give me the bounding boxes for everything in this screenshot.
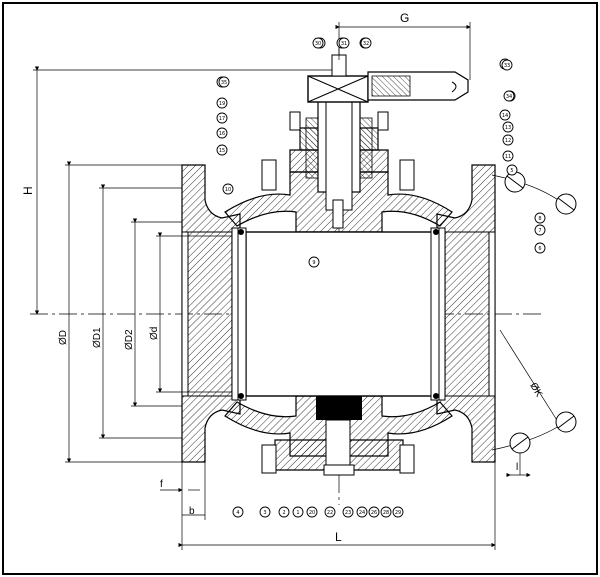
callout-balloon: 4 xyxy=(232,506,244,518)
callout-balloon: 3 xyxy=(259,506,271,518)
callout-balloon: 2 xyxy=(278,506,290,518)
callout-balloon: 13 xyxy=(502,121,514,133)
callout-balloon: 28 xyxy=(380,506,392,518)
callout-balloon: 35 xyxy=(218,76,230,88)
callout-balloon: 1 xyxy=(292,506,304,518)
callout-number: 15 xyxy=(219,148,225,154)
callout-balloon: 7 xyxy=(534,224,546,236)
callout-number: 9 xyxy=(312,260,315,266)
callout-number: 11 xyxy=(505,154,511,160)
callout-number: 29 xyxy=(395,510,401,516)
callout-balloon: 11 xyxy=(502,150,514,162)
callout-number: 26 xyxy=(371,510,377,516)
dim-l-label: L xyxy=(335,530,342,544)
callout-balloon: 12 xyxy=(502,134,514,146)
callout-balloon: 8 xyxy=(534,212,546,224)
callout-number: 16 xyxy=(219,131,225,137)
callout-number: 10 xyxy=(225,187,231,193)
callout-number: 30 xyxy=(315,41,321,47)
callout-number: 8 xyxy=(538,216,541,222)
callout-balloon: 22 xyxy=(324,506,336,518)
dim-d2-label: ØD2 xyxy=(124,329,135,350)
callout-number: 12 xyxy=(505,138,511,144)
callout-number: 17 xyxy=(219,116,225,122)
valve-ball xyxy=(188,227,490,401)
callout-balloon: 23 xyxy=(342,506,354,518)
callout-number: 1 xyxy=(296,510,299,516)
dim-d1-label: ØD1 xyxy=(92,327,103,348)
callout-number: 2 xyxy=(282,510,285,516)
dim-g-label: G xyxy=(400,11,409,25)
callout-balloon: 15 xyxy=(216,144,228,156)
callout-number: 34 xyxy=(506,94,512,100)
callout-number: 5 xyxy=(510,168,513,174)
callout-balloon: 20 xyxy=(306,506,318,518)
callout-balloon: 34 xyxy=(503,90,515,102)
callout-balloon: 26 xyxy=(368,506,380,518)
callout-number: 6 xyxy=(538,246,541,252)
callout-number: 7 xyxy=(538,228,541,234)
dim-d-label: ØD xyxy=(58,330,69,345)
callout-balloon: 31 xyxy=(338,37,350,49)
callout-number: 24 xyxy=(359,510,365,516)
dim-f-label: f xyxy=(160,479,163,490)
bottom-trunnion xyxy=(261,396,415,476)
callout-balloon: 14 xyxy=(499,109,511,121)
dim-nl-label: l xyxy=(516,462,518,473)
callout-balloon: 10 xyxy=(222,183,234,195)
callout-number: 13 xyxy=(505,125,511,131)
callout-number: 33 xyxy=(504,63,510,69)
callout-balloon: 24 xyxy=(356,506,368,518)
callout-balloon: 5 xyxy=(506,164,518,176)
callout-balloon: 6 xyxy=(534,242,546,254)
callout-balloon: 32 xyxy=(360,37,372,49)
callout-number: 32 xyxy=(363,41,369,47)
callout-number: 22 xyxy=(327,510,333,516)
callout-number: 4 xyxy=(236,510,239,516)
callout-balloon: 17 xyxy=(216,112,228,124)
bolt-hole-symbols xyxy=(504,171,577,454)
callout-number: 35 xyxy=(221,80,227,86)
callout-balloon: 19 xyxy=(216,97,228,109)
stem-assembly xyxy=(261,54,469,229)
callout-number: 23 xyxy=(345,510,351,516)
callout-number: 28 xyxy=(383,510,389,516)
callout-balloon: 29 xyxy=(392,506,404,518)
callout-number: 14 xyxy=(502,113,508,119)
callout-number: 19 xyxy=(219,101,225,107)
part-callouts: 3739362521181917161514131211109876543212… xyxy=(216,37,546,518)
dim-small-d-label: Ød xyxy=(149,327,160,340)
callout-number: 31 xyxy=(341,41,347,47)
callout-balloon: 30 xyxy=(312,37,324,49)
dim-h-label: H xyxy=(21,186,35,195)
callout-balloon: 33 xyxy=(501,59,513,71)
callout-balloon: 16 xyxy=(216,127,228,139)
callout-balloon: 9 xyxy=(308,256,320,268)
dim-b-label: b xyxy=(189,506,195,517)
callout-number: 20 xyxy=(309,510,315,516)
callout-number: 3 xyxy=(263,510,266,516)
